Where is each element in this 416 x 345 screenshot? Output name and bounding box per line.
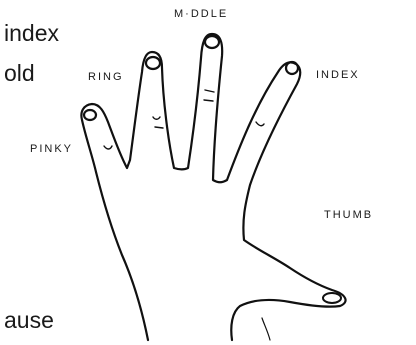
index-fingernail	[286, 62, 298, 74]
middle-fingernail	[205, 36, 219, 48]
label-thumb: THUMB	[324, 209, 373, 221]
joint-mark	[155, 127, 163, 128]
joint-mark	[256, 122, 264, 126]
joint-mark	[204, 100, 213, 101]
joint-mark	[153, 117, 160, 119]
joint-mark	[104, 146, 112, 149]
label-index: INDEX	[316, 69, 360, 81]
palm-line	[262, 318, 270, 340]
ring-fingernail	[146, 57, 160, 69]
label-pinky: PINKY	[30, 143, 73, 155]
pinky-fingernail	[84, 110, 96, 120]
joint-mark	[205, 90, 214, 92]
label-ring: RING	[88, 71, 124, 83]
label-middle: M·DDLE	[174, 8, 228, 20]
thumb-nail	[323, 293, 341, 303]
